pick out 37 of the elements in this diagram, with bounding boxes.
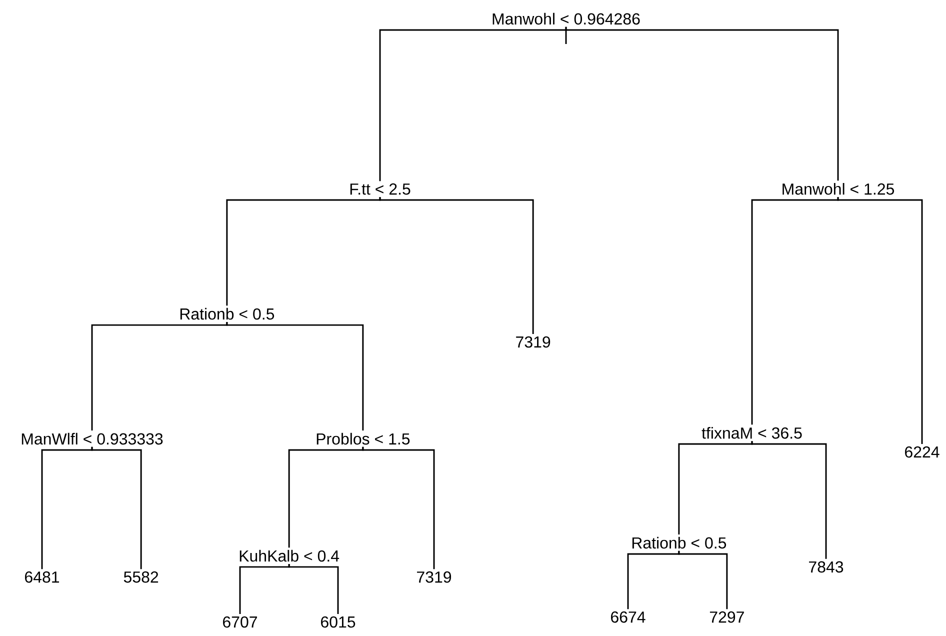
leaf-value: 6674 [611, 611, 646, 623]
tree-branch [627, 550, 680, 610]
split-label: Rationb < 0.5 [180, 308, 274, 320]
tree-branch [91, 322, 228, 431]
tree-branch [226, 197, 381, 306]
tree-branch [362, 446, 435, 570]
split-label: F.tt < 2.5 [350, 183, 410, 195]
tree-branch [751, 196, 839, 425]
tree-branch [239, 564, 290, 614]
leaf-value: 7319 [516, 336, 550, 348]
tree-branch [678, 550, 728, 610]
leaf-value: 6481 [25, 571, 59, 583]
tree-branch [288, 564, 339, 614]
tree-branch [41, 446, 93, 570]
leaf-value: 6015 [321, 616, 356, 628]
tree-branch [565, 26, 839, 181]
tree-branch [379, 26, 567, 182]
tree-branch [379, 197, 534, 334]
split-label: tfixnaM < 36.5 [702, 427, 802, 439]
tree-branch [678, 441, 753, 535]
leaf-value: 7319 [417, 571, 452, 583]
split-label: KuhKalb < 0.4 [240, 550, 340, 562]
tree-branch [226, 322, 364, 431]
split-label: ManWlfl < 0.933333 [22, 432, 163, 445]
split-label: Manwohl < 1.25 [782, 183, 894, 195]
leaf-value: 7843 [809, 561, 844, 573]
tree-branch [91, 446, 142, 570]
split-label: Problos < 1.5 [316, 432, 410, 445]
split-label: Rationb < 0.5 [632, 536, 726, 549]
leaf-value: 5582 [124, 571, 158, 583]
leaf-value: 6707 [223, 616, 257, 628]
tree-branch [751, 441, 827, 559]
leaf-value: 7297 [710, 611, 744, 623]
tree-branch [837, 196, 923, 444]
leaf-value: 6224 [905, 446, 940, 458]
split-label: Manwohl < 0.964286 [492, 12, 640, 25]
tree-branch [288, 446, 364, 548]
